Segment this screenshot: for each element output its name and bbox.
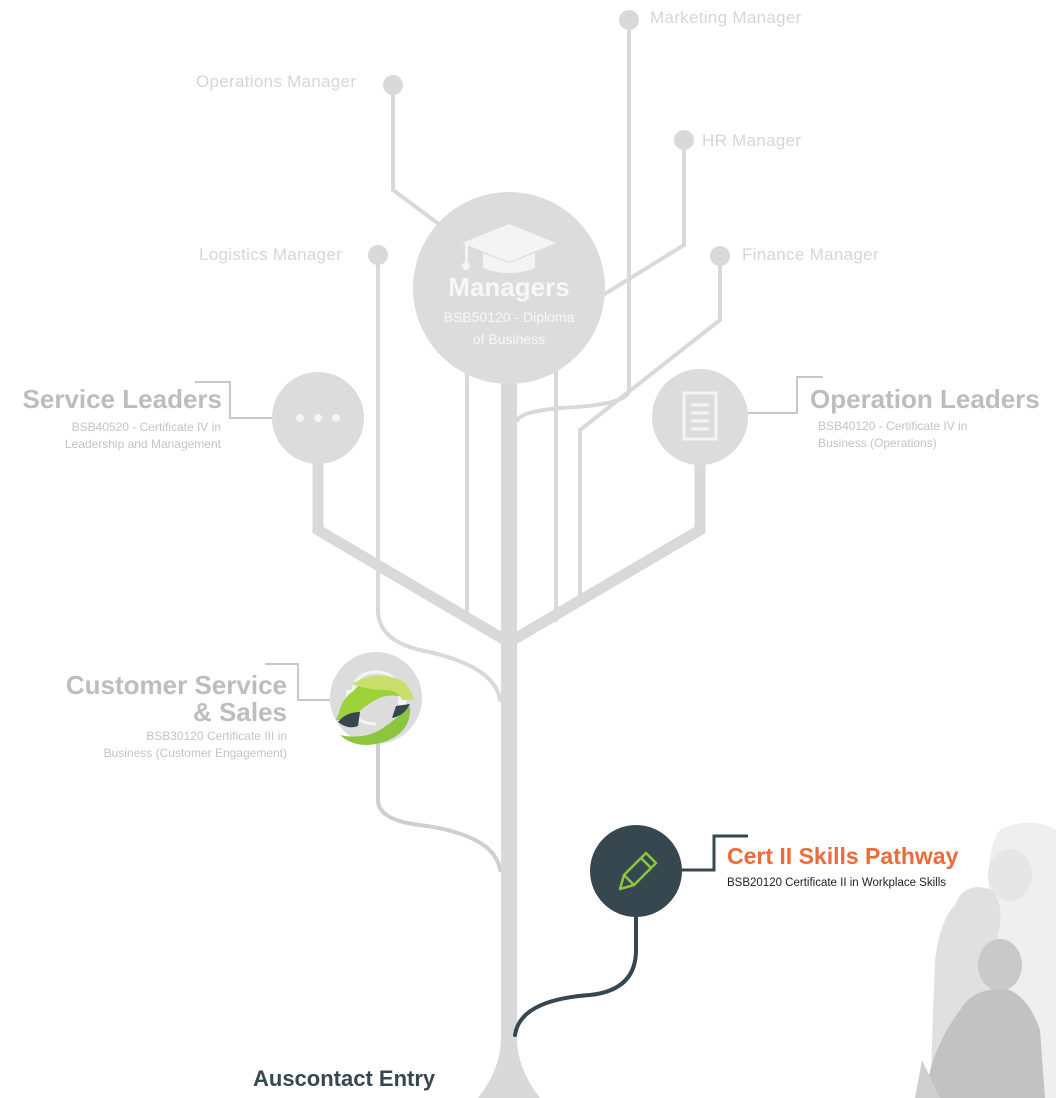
managers-subtitle-1: BSB50120 - Diploma <box>443 309 575 325</box>
service-leaders-title: Service Leaders <box>22 384 222 414</box>
service-leaders-subtitle-1: BSB40520 - Certificate IV in <box>71 420 221 434</box>
operation-leaders-subtitle-1: BSB40120 - Certificate IV in <box>818 419 968 433</box>
managers-node <box>413 192 605 384</box>
managers-subtitle-2: of Business <box>472 331 546 347</box>
operation-leaders-title: Operation Leaders <box>810 384 1040 414</box>
customer-service-subtitle-1: BSB30120 Certificate III in <box>146 729 287 743</box>
leaf-operations-manager: Operations Manager <box>196 72 357 91</box>
leaf-hr-manager: HR Manager <box>702 131 802 150</box>
ellipsis-icon <box>296 414 340 422</box>
service-leaders-subtitle-2: Leadership and Management <box>64 437 221 451</box>
pencil-icon <box>618 851 658 891</box>
leaf-logistics-manager: Logistics Manager <box>199 245 343 264</box>
leaf-dots <box>368 10 730 266</box>
auscontact-logo-icon <box>336 675 414 745</box>
graduation-cap-icon <box>462 224 556 273</box>
managers-title: Managers <box>448 272 570 302</box>
customer-service-subtitle-2: Business (Customer Engagement) <box>103 746 287 760</box>
operation-leaders-subtitle-2: Business (Operations) <box>818 436 937 450</box>
cert2-title: Cert II Skills Pathway <box>727 843 959 869</box>
leaf-finance-manager: Finance Manager <box>742 245 879 264</box>
people-silhouette-graphic <box>915 822 1056 1098</box>
customer-service-title-1: Customer Service <box>65 670 287 700</box>
document-icon <box>682 391 718 441</box>
operation-leaders-node <box>652 369 748 465</box>
cert2-subtitle: BSB20120 Certificate II in Workplace Ski… <box>727 877 947 889</box>
cert2-node <box>590 825 682 917</box>
trunk <box>312 20 722 1098</box>
customer-service-title-2: & Sales <box>193 697 287 727</box>
leaf-marketing-manager: Marketing Manager <box>650 8 802 27</box>
brand-name: Auscontact Entry <box>253 1066 436 1091</box>
